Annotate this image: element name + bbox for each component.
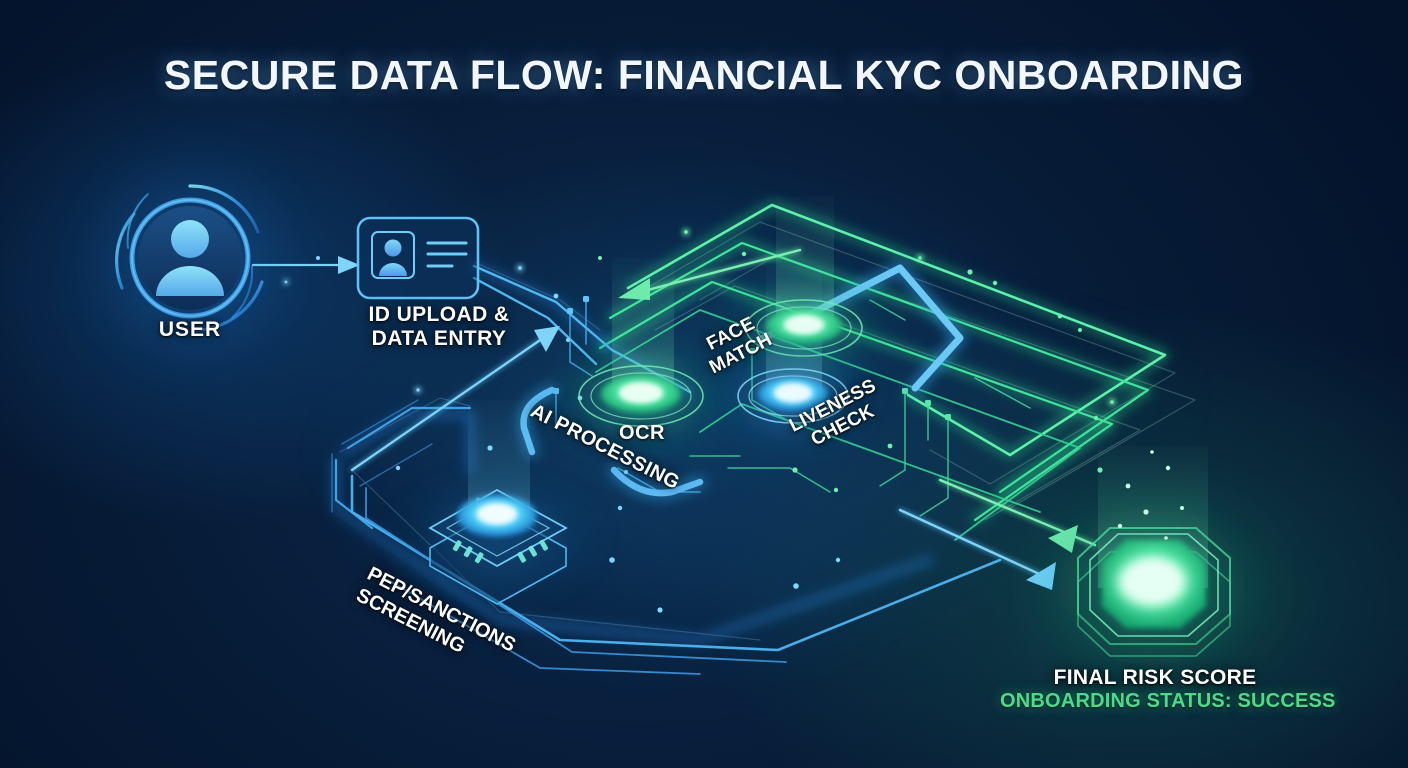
particle-dots <box>283 228 1116 613</box>
beam-liveness <box>766 266 822 398</box>
arrow-green-to-final <box>938 478 1097 553</box>
node-liveness-check[interactable] <box>705 344 881 448</box>
label-ocr: OCR <box>619 422 665 444</box>
node-id-card[interactable] <box>356 216 480 300</box>
ai-bracket <box>517 384 706 499</box>
label-liveness-check: LIVENESS CHECK <box>786 375 880 451</box>
blue-trace-group <box>251 256 1056 675</box>
label-ai-processing: AI PROCESSING <box>527 400 684 495</box>
light-beams <box>468 196 1208 588</box>
label-final-risk-score: FINAL RISK SCORE <box>1053 666 1257 689</box>
onboarding-status-text: ONBOARDING STATUS: SUCCESS <box>1000 690 1336 712</box>
beam-pep <box>468 400 530 532</box>
green-trace-group <box>595 201 1196 553</box>
liveness-ribbon <box>753 261 967 395</box>
arrow-ai-upright <box>350 326 560 472</box>
label-pep-sanctions: PEP/SANCTIONS SCREENING <box>352 562 520 658</box>
node-final-risk-score[interactable] <box>1022 450 1282 678</box>
node-ocr[interactable] <box>545 340 737 452</box>
beam-final <box>1098 446 1208 588</box>
label-face-match: FACE MATCH <box>703 313 776 379</box>
arrow-blue-to-final <box>898 508 1056 590</box>
arrow-face-to-ocr <box>618 248 802 300</box>
label-user: USER <box>158 318 222 341</box>
label-id-upload: ID UPLOAD & DATA ENTRY <box>368 303 510 350</box>
node-user[interactable] <box>112 180 268 336</box>
node-pep-sanctions[interactable] <box>387 478 607 605</box>
beam-face <box>776 196 834 332</box>
board-plane-glow <box>330 230 1180 640</box>
page-title: SECURE DATA FLOW: FINANCIAL KYC ONBOARDI… <box>163 52 1245 98</box>
node-face-match[interactable] <box>712 274 896 382</box>
arrow-user-to-id <box>251 256 360 274</box>
beam-ocr <box>612 258 674 398</box>
